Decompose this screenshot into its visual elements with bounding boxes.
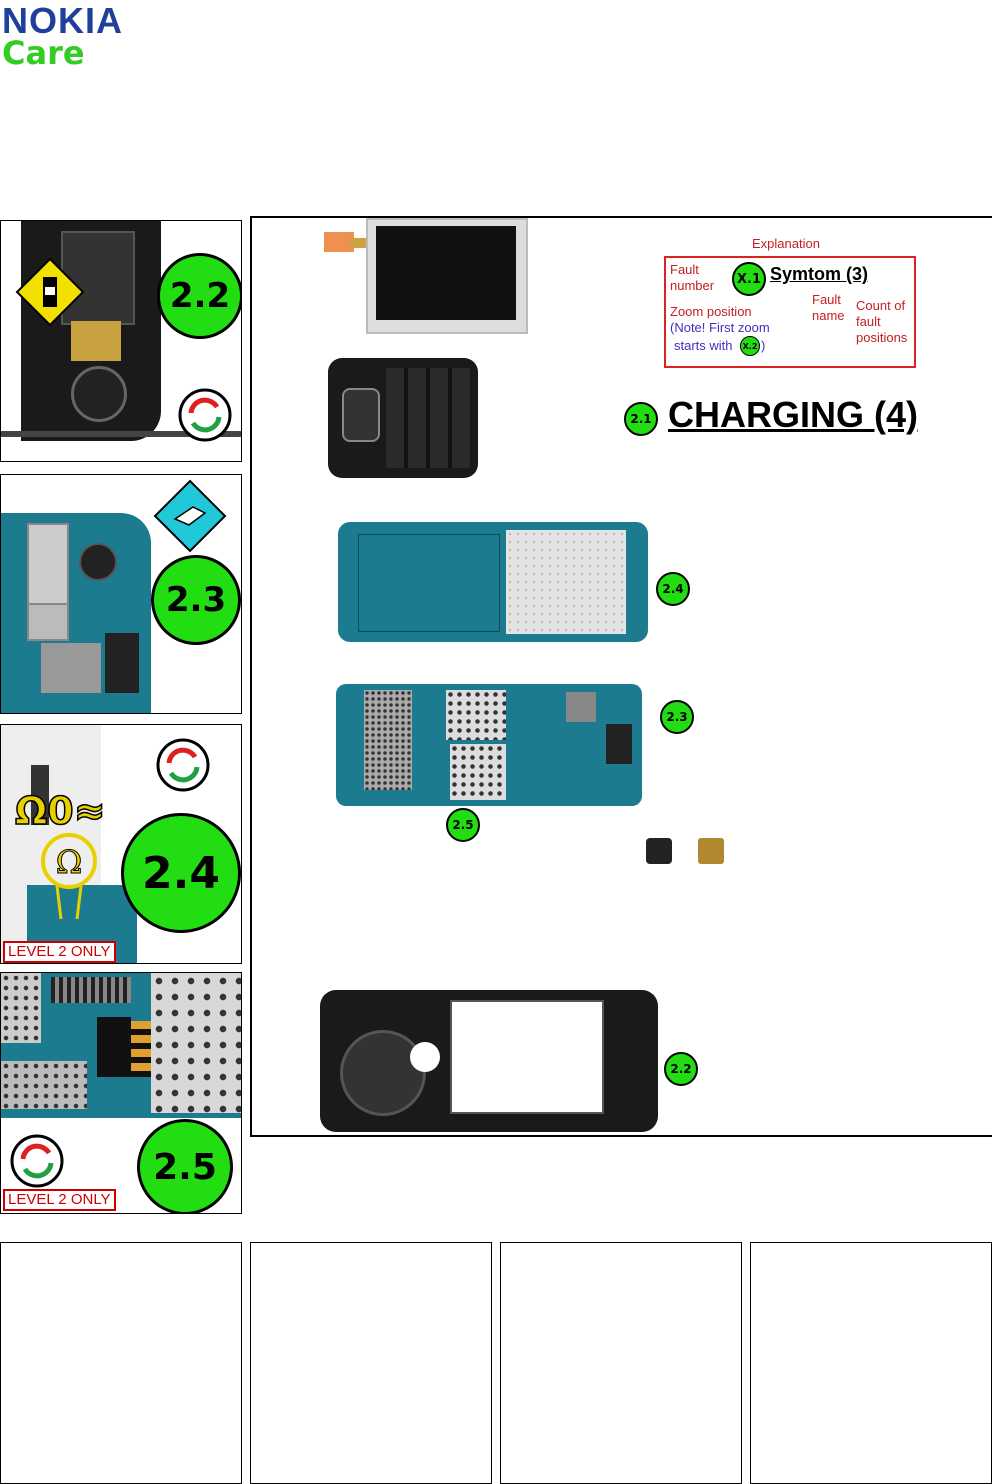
zoom-position-label: Zoom position [670,304,752,319]
zoom-badge-2-2: 2.2 [157,253,241,339]
section-title: CHARGING (4) [668,394,918,435]
level-2-only-label: LEVEL 2 ONLY [3,941,116,963]
chassis [320,990,658,1132]
note-line-2: starts with [674,338,733,353]
marker-2-3: 2.3 [660,700,694,734]
rotate-icon [156,738,210,792]
zoom-badge-2-3: 2.3 [151,555,241,645]
empty-box-3 [500,1242,742,1484]
zoom-panel-2-2: 2.2 [0,220,242,462]
marker-2-5: 2.5 [446,808,480,842]
zoom-badge-2-4: 2.4 [121,813,241,933]
marker-2-4: 2.4 [656,572,690,606]
marker-2-2: 2.2 [664,1052,698,1086]
note-end: ) [761,338,766,353]
esd-warning-icon [15,257,85,327]
zoom-panel-2-4: Ω0≈ Ω 2.4 LEVEL 2 ONLY [0,724,242,964]
fault-name-label: Fault name [812,292,845,323]
ohm-zero-symbols: Ω0≈ [14,789,106,833]
camera-module-back [698,838,724,864]
pcb-back [338,522,648,642]
lcd-module [366,218,528,334]
rotate-icon [178,388,232,442]
ohm-meter-icon: Ω [41,833,97,920]
empty-box-1 [0,1242,242,1484]
example-marker: X.1 [732,262,766,296]
empty-box-4 [750,1242,992,1484]
zoom-panel-2-3: 2.3 [0,474,242,714]
care-logo: Care [2,34,85,72]
explanation-box: Fault number X.1 Symtom (3) Fault name C… [664,256,916,368]
zoom-panel-2-5: 2.5 LEVEL 2 ONLY [0,972,242,1214]
empty-box-2 [250,1242,492,1484]
svg-text:Ω: Ω [56,843,83,881]
explanation-title: Explanation [752,236,820,251]
note-marker: X.2 [740,336,760,356]
rotate-icon [10,1134,64,1188]
disassembly-icon [153,479,227,553]
zoom-badge-2-5: 2.5 [137,1119,233,1213]
keypad [328,358,478,478]
camera-module [646,838,672,864]
level-2-only-label: LEVEL 2 ONLY [3,1189,116,1211]
nokia-logo: NOKIA [2,0,123,41]
symptom-label: Symtom (3) [770,264,869,284]
count-label: Count of fault positions [856,298,908,345]
pcb-front [336,684,642,806]
heading-marker: 2.1 [624,402,658,436]
note-line-1: (Note! First zoom [670,320,770,335]
overview-panel: Explanation Fault number X.1 Symtom (3) … [250,216,992,1137]
fault-number-label: Fault number [670,262,715,293]
